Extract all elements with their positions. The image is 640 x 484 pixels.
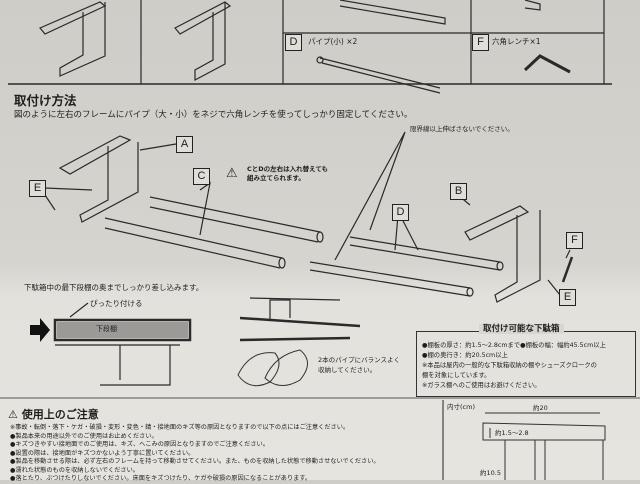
label-e-right: E (559, 289, 576, 306)
label-b: B (450, 183, 467, 200)
caution-note-1: CとDの左右は入れ替えても (247, 165, 329, 173)
compatible-line-4: 棚を対象にしています。 (422, 372, 491, 379)
assembly-title: 取付け方法 (14, 93, 77, 108)
shelf-label: 下段棚 (96, 325, 117, 333)
arrow-icon (30, 318, 50, 342)
precaution-item: ●キズつきやすい接地面でのご使用は、キズ、へこみの原因となりますのでご注意くださ… (10, 441, 269, 448)
label-e-left: E (29, 180, 46, 197)
label-a: A (176, 136, 193, 153)
compatible-line-3: ※本品は屋内の一般的な下駄箱収納の棚やシューズクロークの (422, 362, 597, 369)
limit-note: 限界線以上伸ばさないでください。 (410, 125, 514, 133)
precautions-list: ※事故・転倒・落下・ケガ・破損・変形・変色・錆・接地面のキズ等の原因となりますの… (10, 424, 380, 484)
part-d-name: パイプ(小) ×2 (308, 37, 358, 46)
precaution-item: ●製品本来の用途以外でのご使用はお止めください。 (10, 432, 158, 440)
dimension-thickness: 約1.5〜2.8 (495, 429, 529, 437)
precaution-item: ※事故・転倒・落下・ケガ・破損・変形・変色・錆・接地面のキズ等の原因となりますの… (10, 424, 350, 431)
balance-note-1: 2本のパイプにバランスよく (318, 356, 401, 364)
part-d-letter: D (285, 34, 302, 51)
dimensions-title: 内寸(cm) (447, 403, 475, 411)
insert-instruction: 下駄箱中の最下段棚の奥までしっかり差し込みます。 (24, 283, 204, 292)
compatible-line-1: ●棚板の厚さ：約1.5〜2.8cmまで●棚板の幅：幅約45.5cm以上 (422, 342, 606, 349)
balance-note-2: 収納してください。 (318, 366, 377, 374)
caution-note-2: 組み立てられます。 (247, 174, 305, 182)
dimension-width: 約20 (533, 404, 548, 412)
shoes-illustration (237, 349, 308, 387)
compatible-line-5: ※ガラス棚へのご使用はお避けください。 (422, 382, 541, 389)
dimension-height: 約10.5 (480, 469, 501, 477)
compatible-line-2: ●棚の奥行き：約20.5cm以上 (422, 352, 508, 359)
compatible-title: 取付け可能な下駄箱 (479, 324, 564, 335)
warning-icon: ⚠ (226, 166, 238, 181)
label-d: D (392, 204, 409, 221)
precautions-title-text: 使用上のご注意 (21, 408, 99, 421)
label-f: F (566, 232, 583, 249)
assembly-instruction: 図のように左右のフレームにパイプ（大・小）をネジで六角レンチを使ってしっかり固定… (14, 110, 413, 120)
shelf-fill (57, 322, 188, 338)
precaution-item: ●設置の際は、接地面がキズつかないよう丁寧に置いてください。 (10, 449, 195, 457)
warning-icon: ⚠ (8, 408, 22, 421)
fit-note: ぴったり付ける (90, 299, 143, 308)
precaution-item: ●濡れた状態のものを収納しないでください。 (10, 466, 139, 474)
precaution-item: ●落とたり、ぶつけたりしないでください。床面をキズつけたり、ケガや破損の原因にな… (10, 475, 312, 482)
precaution-item: ●製品を移動させる際は、必ず左右のフレームを持って移動させてください。また、もの… (10, 458, 380, 465)
precautions-title: ⚠ 使用上のご注意 (8, 408, 99, 421)
label-c: C (193, 168, 210, 185)
part-f-letter: F (472, 34, 489, 51)
compatible-box: 取付け可能な下駄箱 ●棚板の厚さ：約1.5〜2.8cmまで●棚板の幅：幅約45.… (416, 324, 636, 397)
part-f-name: 六角レンチ×1 (492, 37, 541, 46)
